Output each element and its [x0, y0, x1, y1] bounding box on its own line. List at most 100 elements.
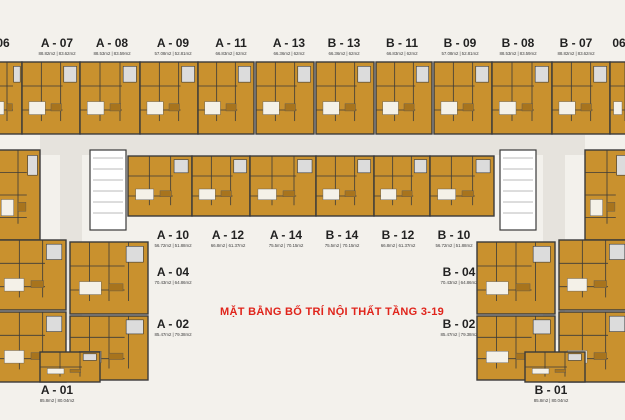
bathroom [609, 243, 625, 260]
sofa [344, 103, 356, 112]
apartment-label: 06 [612, 36, 625, 50]
bed [47, 368, 65, 375]
bathroom [125, 246, 144, 263]
bathroom [567, 353, 582, 361]
sofa [554, 369, 567, 373]
bathroom [297, 159, 313, 174]
bathroom [416, 66, 429, 83]
sofa [17, 201, 27, 212]
bathroom [238, 66, 251, 83]
bathroom [46, 315, 63, 332]
bathroom [46, 243, 63, 260]
bathroom [532, 246, 551, 263]
bathroom [532, 319, 551, 335]
sofa [109, 103, 122, 112]
sofa [521, 103, 534, 112]
bed [382, 101, 399, 115]
bed [1, 199, 14, 216]
bed [486, 351, 509, 363]
sofa [284, 103, 296, 112]
sofa [580, 103, 592, 112]
bathroom [297, 66, 311, 83]
sofa [69, 369, 82, 373]
bathroom [181, 66, 195, 83]
bathroom [593, 66, 607, 83]
sofa [225, 103, 237, 112]
stair-core [499, 149, 537, 231]
sofa [593, 352, 607, 360]
bed [4, 278, 25, 292]
apartment-unit [609, 61, 625, 135]
sofa [50, 103, 62, 112]
bathroom [82, 353, 97, 361]
sofa [462, 103, 474, 112]
bathroom [357, 66, 371, 83]
bed [613, 101, 623, 115]
bathroom [63, 66, 77, 83]
bathroom [475, 66, 489, 83]
sofa [593, 280, 607, 288]
bathroom [125, 319, 144, 335]
bed [486, 281, 509, 295]
apartment-unit [433, 61, 493, 135]
sofa [515, 283, 531, 292]
sofa [108, 283, 124, 292]
bathroom [122, 66, 137, 83]
bed [437, 188, 456, 201]
sofa [344, 190, 356, 198]
bed [558, 101, 576, 115]
sofa [6, 103, 13, 112]
bathroom [414, 159, 427, 174]
bed [440, 101, 458, 115]
bathroom [27, 155, 38, 176]
bed [590, 199, 603, 216]
sofa [108, 352, 124, 360]
sofa [461, 190, 474, 198]
bed [4, 350, 25, 364]
bed [257, 188, 277, 201]
bed [322, 101, 340, 115]
bed [322, 188, 340, 201]
sofa [403, 103, 415, 112]
bed [380, 188, 397, 201]
sofa [282, 190, 296, 198]
bed [198, 188, 216, 201]
stair-core [89, 149, 127, 231]
sofa [30, 280, 44, 288]
bathroom [616, 155, 625, 176]
bathroom [13, 66, 21, 83]
bed [204, 101, 221, 115]
bed [86, 101, 105, 115]
bed [135, 188, 154, 201]
bathroom [233, 159, 247, 174]
bed [146, 101, 164, 115]
bed [262, 101, 280, 115]
sofa [401, 190, 413, 198]
apartment-unit [375, 61, 433, 135]
bed [532, 368, 550, 375]
bathroom [534, 66, 549, 83]
sofa [606, 201, 616, 212]
plan-title: MẶT BẰNG BỐ TRÍ NỘI THẤT TẦNG 3-19 [220, 306, 445, 318]
sofa [168, 103, 180, 112]
sofa [220, 190, 232, 198]
